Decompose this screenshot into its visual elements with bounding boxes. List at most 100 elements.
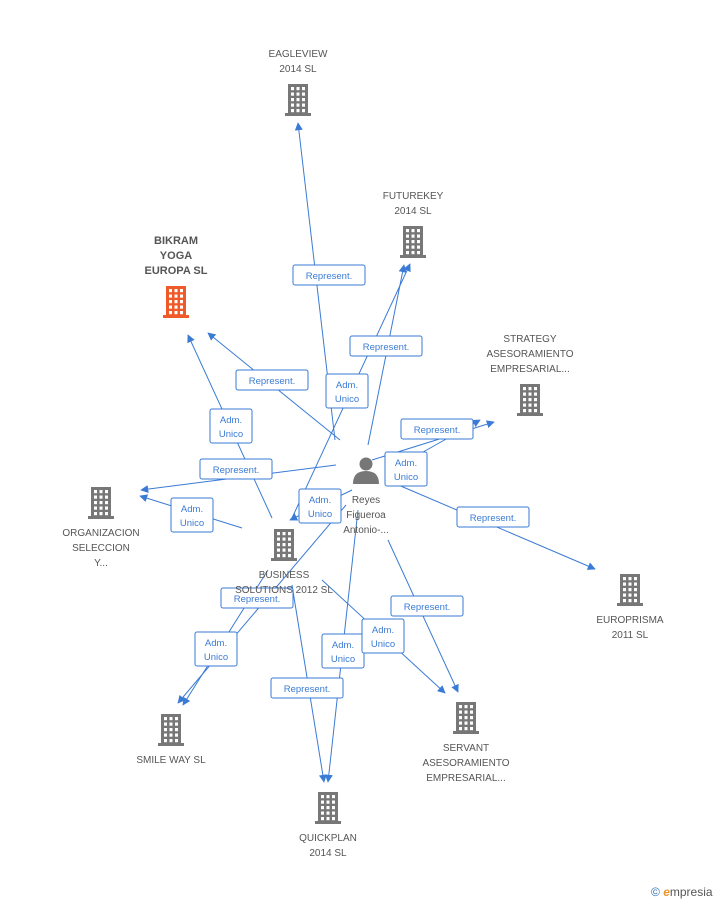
edge-label-text: Represent. <box>470 513 516 524</box>
company-label: FUTUREKEY <box>383 191 444 202</box>
edge-label-text: Represent. <box>213 465 259 476</box>
company-node-organizacion[interactable]: ORGANIZACION SELECCION Y... <box>62 487 140 569</box>
building-icon <box>453 702 479 734</box>
edge-label-box <box>194 631 238 667</box>
company-label: STRATEGY <box>503 334 556 345</box>
edge-label-text: Unico <box>371 639 395 650</box>
person-label: Reyes <box>352 495 380 506</box>
edge-label-box <box>325 373 369 409</box>
edge-label-text: Unico <box>204 652 228 663</box>
building-icon <box>158 714 184 746</box>
company-label: SMILE WAY SL <box>136 755 206 766</box>
company-label: ASESORAMIENTO <box>486 349 573 360</box>
company-node-smileway[interactable]: SMILE WAY SL <box>136 714 206 766</box>
edge-labels-layer: Represent.Represent.Adm.UnicoRepresent.A… <box>170 264 530 699</box>
company-label: QUICKPLAN <box>299 833 357 844</box>
building-icon <box>517 384 543 416</box>
edge-label-box <box>400 418 474 440</box>
edge-label-box <box>199 458 273 480</box>
edge-label-text: Represent. <box>306 271 352 282</box>
edge-label-box <box>270 677 344 699</box>
company-node-bikram[interactable]: BIKRAM YOGA EUROPA SL <box>145 235 208 318</box>
building-icon <box>271 529 297 561</box>
edge-label-text: Represent. <box>414 425 460 436</box>
edge-label-text: Unico <box>331 654 355 665</box>
edge-label-text: Represent. <box>234 594 280 605</box>
edge-label-text: Unico <box>219 429 243 440</box>
edge-label[interactable]: Represent. <box>390 595 464 617</box>
company-label: EUROPRISMA <box>596 615 664 626</box>
edge-label-box <box>298 488 342 524</box>
edge-label[interactable]: Adm. Unico <box>209 408 253 444</box>
edge-label[interactable]: Represent. <box>292 264 366 286</box>
company-label: SERVANT <box>443 743 489 754</box>
edge-label-text: Adm. <box>205 638 227 649</box>
edge-label[interactable]: Adm.Unico <box>361 618 405 654</box>
edge-label-box <box>390 595 464 617</box>
company-label: BIKRAM <box>154 235 198 247</box>
company-node-europrisma[interactable]: EUROPRISMA 2011 SL <box>596 574 664 641</box>
edge-label-text: Adm. <box>332 640 354 651</box>
edge-label-text: Adm. <box>220 415 242 426</box>
edge-label[interactable]: Represent. <box>456 506 530 528</box>
copyright-symbol: © <box>651 885 660 899</box>
edge-label[interactable]: Adm. Unico <box>384 451 428 487</box>
edge-label-text: Adm. <box>395 458 417 469</box>
building-icon <box>617 574 643 606</box>
building-icon <box>88 487 114 519</box>
edge-label[interactable]: Adm. Unico <box>321 633 365 669</box>
edge-label[interactable]: Represent. <box>199 458 273 480</box>
edge-label[interactable]: Represent. <box>270 677 344 699</box>
building-icon <box>285 84 311 116</box>
edge-label[interactable]: Adm. Unico <box>194 631 238 667</box>
company-label: 2011 SL <box>612 630 649 641</box>
building-icon <box>163 286 189 318</box>
edge-label[interactable]: Adm. Unico <box>325 373 369 409</box>
company-label: EUROPA SL <box>145 265 208 277</box>
edge-label-text: Represent. <box>249 376 295 387</box>
edge-label-box <box>220 587 294 609</box>
edge-label-box <box>292 264 366 286</box>
edge-label[interactable]: Represent. <box>400 418 474 440</box>
company-label: 2014 SL <box>394 206 432 217</box>
edge-label[interactable]: Adm.Unico <box>298 488 342 524</box>
edge-label-text: Represent. <box>363 342 409 353</box>
company-node-futurekey[interactable]: FUTUREKEY 2014 SL <box>383 191 444 258</box>
person-label: Antonio-... <box>343 525 389 536</box>
edges-layer <box>139 122 596 783</box>
edge-label[interactable]: Represent. <box>220 587 294 609</box>
company-label: YOGA <box>160 250 192 262</box>
company-label: ORGANIZACION <box>62 528 139 539</box>
edge-label-box <box>235 369 309 391</box>
company-label: EMPRESARIAL... <box>426 773 505 784</box>
brand-name: mpresia <box>669 885 713 899</box>
company-label: EAGLEVIEW <box>269 49 328 60</box>
edge-label-box <box>209 408 253 444</box>
edge-label-text: Unico <box>394 472 418 483</box>
building-icon <box>315 792 341 824</box>
company-label: BUSINESS <box>259 570 310 581</box>
company-node-servant[interactable]: SERVANT ASESORAMIENTO EMPRESARIAL... <box>422 702 510 784</box>
company-label: ASESORAMIENTO <box>422 758 509 769</box>
edge-label-text: Unico <box>180 518 204 529</box>
edge-label[interactable]: Represent. <box>349 335 423 357</box>
person-node[interactable]: ReyesFigueroaAntonio-... <box>343 457 389 537</box>
company-node-strategy[interactable]: STRATEGYASESORAMIENTOEMPRESARIAL... <box>486 334 574 416</box>
edge-label-text: Unico <box>335 394 359 405</box>
person-label: Figueroa <box>346 510 386 521</box>
edge-label[interactable]: Adm. Unico <box>170 497 214 533</box>
building-icon <box>400 226 426 258</box>
edge-label-text: Represent. <box>284 684 330 695</box>
company-label: SELECCION <box>72 543 130 554</box>
edge-label-box <box>349 335 423 357</box>
edge-label-text: Adm. <box>181 504 203 515</box>
edge-label-text: Adm. <box>336 380 358 391</box>
edge-label-text: Represent. <box>404 602 450 613</box>
company-label: Y... <box>94 558 108 569</box>
edge-label[interactable]: Represent. <box>235 369 309 391</box>
